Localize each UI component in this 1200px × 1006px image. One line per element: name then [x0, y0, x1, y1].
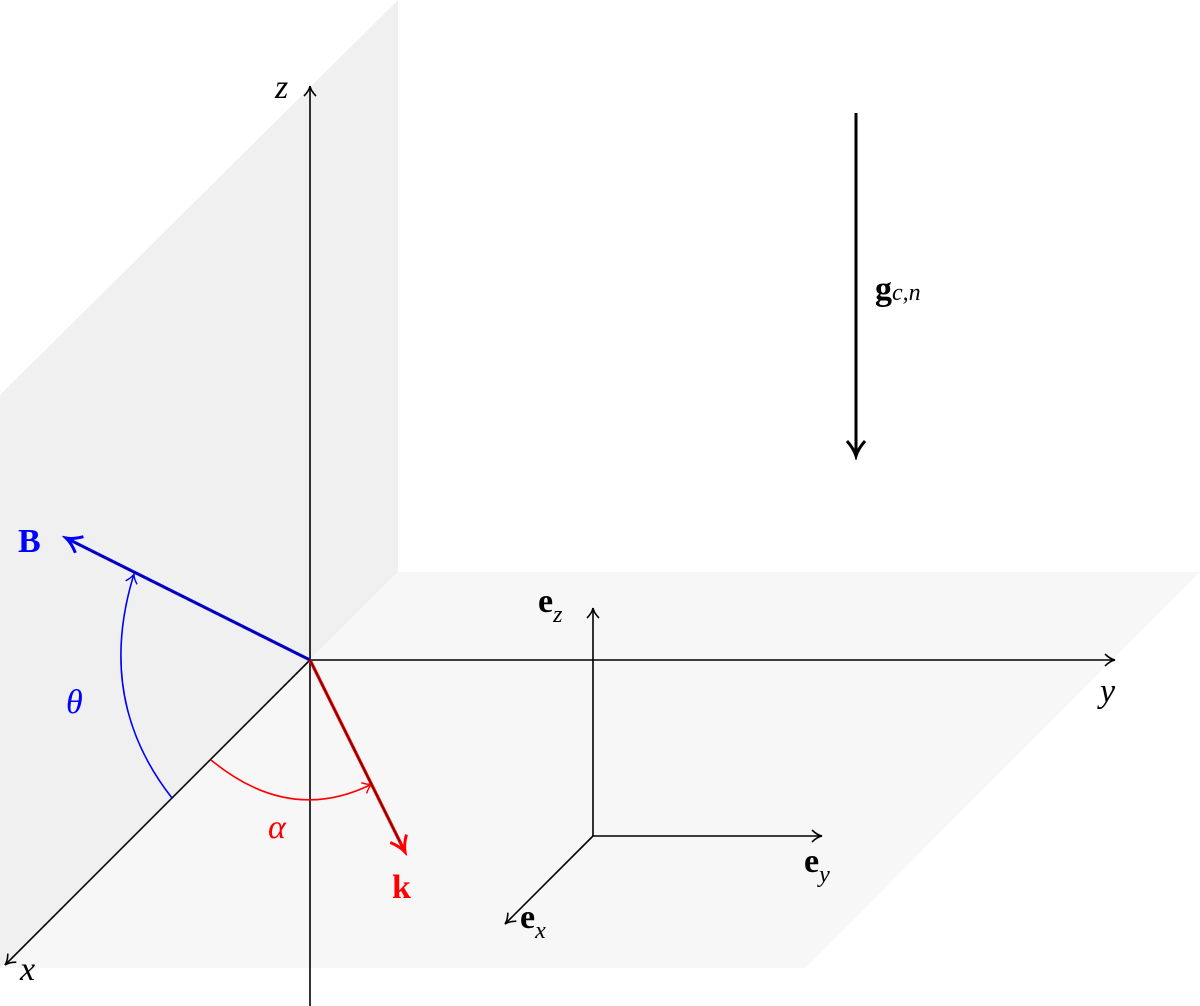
xz-plane-wall: [0, 0, 398, 968]
z-axis-label: z: [274, 69, 288, 106]
ez-basis-label-sub: z: [552, 602, 563, 628]
g-vector-label-main: g: [875, 271, 892, 308]
theta-arc: [120, 573, 173, 799]
ex-basis-label: ex: [520, 899, 546, 944]
x-axis-label: x: [19, 951, 35, 988]
ex-basis-label-main: e: [520, 899, 535, 936]
x-axis: [4, 659, 311, 966]
g-vector-label-sub: c,n: [892, 280, 921, 306]
y-axis-label: y: [1097, 673, 1116, 710]
ex-basis-label-sub: x: [534, 918, 546, 944]
k-vector-core: [309, 659, 401, 843]
ez-basis-label-main: e: [538, 583, 553, 620]
k-vector-label: k: [392, 869, 411, 906]
g-vector-label: gc,n: [875, 271, 921, 308]
ex-basis-vector: [504, 835, 594, 925]
alpha-label: α: [268, 809, 287, 846]
B-vector-label: B: [18, 523, 41, 560]
theta-label: θ: [66, 684, 83, 721]
B-vector-core: [74, 542, 311, 661]
ey-basis-label-main: e: [804, 843, 819, 880]
ez-basis-label: ez: [538, 583, 563, 628]
ey-basis-label-sub: y: [817, 862, 830, 888]
ey-basis-label: ey: [804, 843, 830, 888]
alpha-arc: [210, 759, 373, 801]
